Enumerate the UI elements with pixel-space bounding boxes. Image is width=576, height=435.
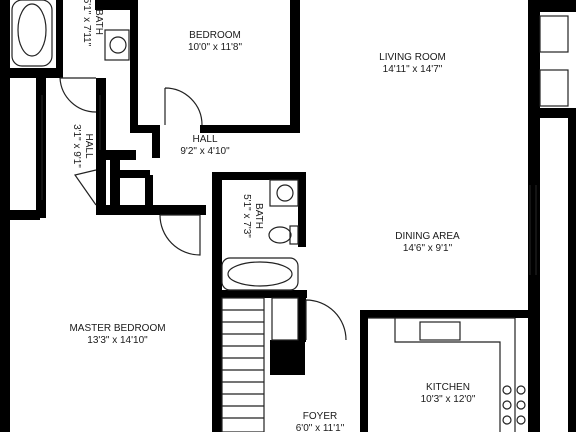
wall xyxy=(212,290,307,298)
wall xyxy=(536,108,576,118)
room-label-bedroom: BEDROOM 10'0" x 11'8" xyxy=(170,30,260,54)
stove-burner xyxy=(502,385,512,395)
wall xyxy=(130,125,160,133)
wall xyxy=(298,172,306,247)
room-name: KITCHEN xyxy=(426,382,470,393)
room-dims: 10'0" x 11'8" xyxy=(187,42,243,53)
room-dims: 9'2" x 4'10" xyxy=(180,146,230,157)
room-dims: 6'0" x 11'1" xyxy=(295,423,345,434)
wall xyxy=(360,310,368,432)
appliance xyxy=(539,69,569,107)
wall xyxy=(200,125,300,133)
room-name: LIVING ROOM xyxy=(379,52,446,63)
room-label-master-bedroom: MASTER BEDROOM 13'3" x 14'10" xyxy=(60,323,175,347)
door-swing xyxy=(164,87,203,126)
window xyxy=(529,185,537,275)
room-dims: 5'1" x 7'3" xyxy=(241,194,252,238)
wall xyxy=(270,340,305,375)
sink xyxy=(269,179,299,207)
room-dims: 14'6" x 9'1" xyxy=(402,243,453,254)
wall xyxy=(360,310,535,318)
room-name: BATH xyxy=(93,9,104,35)
kitchen-sink xyxy=(419,321,461,341)
room-name: FOYER xyxy=(302,411,338,422)
wall xyxy=(96,150,136,160)
sink xyxy=(104,29,130,61)
appliance xyxy=(539,15,569,53)
sink-bowl xyxy=(276,184,294,202)
room-dims: 10'3" x 12'0" xyxy=(420,394,476,405)
toilet-bowl xyxy=(268,226,292,244)
room-name: HALL xyxy=(192,134,218,145)
room-name: BEDROOM xyxy=(189,30,241,41)
bathtub xyxy=(11,0,53,67)
wall xyxy=(36,78,46,218)
stove-burner xyxy=(502,415,512,425)
stairs xyxy=(221,297,265,432)
fixtures xyxy=(11,0,569,432)
door-swing xyxy=(74,169,97,206)
bathtub xyxy=(221,257,299,291)
wall xyxy=(56,0,63,78)
door-swing xyxy=(59,77,97,113)
room-dims: 3'1" x 9'1" xyxy=(71,124,82,168)
bathtub-basin xyxy=(17,3,47,57)
room-name: DINING AREA xyxy=(395,231,460,242)
door-swing xyxy=(159,214,201,256)
stair-treads xyxy=(222,309,264,419)
room-name: MASTER BEDROOM xyxy=(69,323,166,334)
stove-burner xyxy=(516,400,526,410)
door-swing xyxy=(305,299,347,341)
stove-burner xyxy=(502,400,512,410)
wall xyxy=(0,78,10,432)
wall xyxy=(96,78,106,213)
room-label-hall-top: HALL 9'2" x 4'10" xyxy=(170,134,240,158)
wall xyxy=(568,108,576,432)
room-label-kitchen: KITCHEN 10'3" x 12'0" xyxy=(408,382,488,406)
closet-doors xyxy=(41,95,101,200)
room-label-bath-top: BATH 5'1" x 7'11" xyxy=(80,0,104,62)
room-dims: 13'3" x 14'10" xyxy=(87,335,148,346)
stove-burner xyxy=(516,385,526,395)
wall xyxy=(145,175,153,210)
kitchen-counter xyxy=(368,317,516,432)
wall xyxy=(212,172,222,432)
wall xyxy=(528,0,576,12)
wall xyxy=(290,0,300,133)
wall xyxy=(212,172,306,180)
stove-burner xyxy=(516,415,526,425)
room-label-foyer: FOYER 6'0" x 11'1" xyxy=(285,411,355,435)
wall xyxy=(298,290,306,342)
vanity xyxy=(271,297,299,341)
wall xyxy=(120,170,150,178)
room-label-living-room: LIVING ROOM 14'11" x 14'7" xyxy=(365,52,460,76)
room-label-hall-left: HALL 3'1" x 9'1" xyxy=(70,106,94,186)
wall xyxy=(0,68,60,78)
wall xyxy=(110,160,120,210)
room-name: HALL xyxy=(83,133,94,159)
toilet-tank xyxy=(289,225,299,245)
room-label-bath-mid: BATH 5'1" x 7'3" xyxy=(240,176,264,256)
wall xyxy=(152,125,160,158)
room-dims: 14'11" x 14'7" xyxy=(382,64,443,75)
wall xyxy=(0,0,10,80)
room-name: BATH xyxy=(253,203,264,229)
wall xyxy=(0,210,40,220)
wall xyxy=(95,0,137,10)
room-dims: 5'1" x 7'11" xyxy=(81,0,92,47)
room-label-dining-area: DINING AREA 14'6" x 9'1" xyxy=(380,231,475,255)
wall xyxy=(130,0,138,130)
sink-bowl xyxy=(109,36,127,54)
bathtub-basin xyxy=(227,261,293,287)
